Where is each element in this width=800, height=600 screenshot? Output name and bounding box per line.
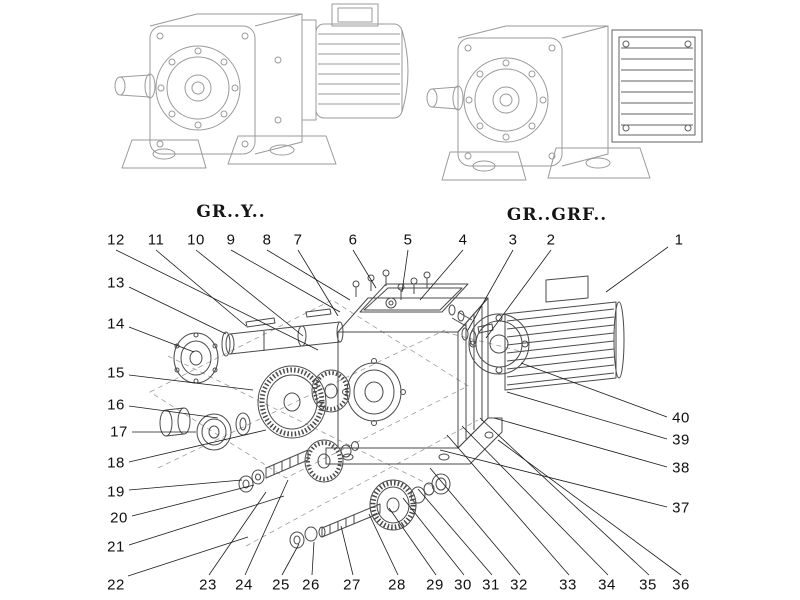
figure-gr-grf-drawing <box>426 25 703 181</box>
callout-24: 24 <box>235 576 253 594</box>
callout-38: 38 <box>672 459 690 477</box>
callout-30: 30 <box>454 576 472 594</box>
callout-39: 39 <box>672 431 690 449</box>
callout-29: 29 <box>426 576 444 594</box>
figure-gr-y-drawing <box>114 3 409 169</box>
callout-26: 26 <box>302 576 320 594</box>
callout-12: 12 <box>107 231 125 249</box>
callout-11: 11 <box>147 231 165 249</box>
callout-1: 1 <box>674 231 684 249</box>
callout-33: 33 <box>559 576 577 594</box>
callout-2: 2 <box>546 231 556 249</box>
callout-13: 13 <box>107 274 125 292</box>
callout-5: 5 <box>403 231 413 249</box>
callout-37: 37 <box>672 499 690 517</box>
variant-label-gr-y: GR..Y.. <box>196 202 266 222</box>
callout-4: 4 <box>458 231 468 249</box>
callout-19: 19 <box>107 483 125 501</box>
callout-3: 3 <box>508 231 518 249</box>
callout-35: 35 <box>639 576 657 594</box>
callout-16: 16 <box>107 396 125 414</box>
callout-21: 21 <box>107 538 125 556</box>
callout-17: 17 <box>110 423 128 441</box>
callout-10: 10 <box>187 231 205 249</box>
callout-22: 22 <box>107 576 125 594</box>
callout-8: 8 <box>262 231 272 249</box>
callout-34: 34 <box>598 576 616 594</box>
callout-40: 40 <box>672 409 690 427</box>
callout-36: 36 <box>672 576 690 594</box>
callout-15: 15 <box>107 364 125 382</box>
leader-lines <box>115 246 682 577</box>
callout-7: 7 <box>293 231 303 249</box>
callout-27: 27 <box>343 576 361 594</box>
callout-28: 28 <box>388 576 406 594</box>
cover-bolts <box>352 269 431 309</box>
callout-6: 6 <box>348 231 358 249</box>
callout-9: 9 <box>226 231 236 249</box>
callout-32: 32 <box>510 576 528 594</box>
callout-25: 25 <box>272 576 290 594</box>
variant-label-gr-grf: GR..GRF.. <box>506 205 608 225</box>
exploded-view-drawing <box>149 269 625 549</box>
callout-23: 23 <box>199 576 217 594</box>
callout-18: 18 <box>107 454 125 472</box>
callout-14: 14 <box>107 315 125 333</box>
callout-20: 20 <box>110 509 128 527</box>
callout-31: 31 <box>482 576 500 594</box>
